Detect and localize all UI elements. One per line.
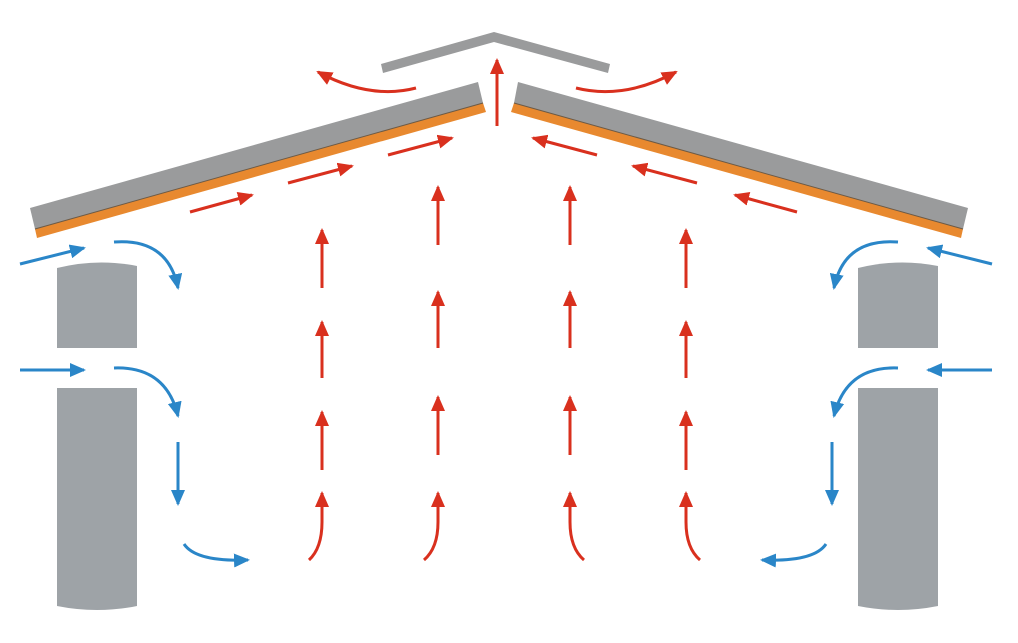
roof-slope-right — [511, 82, 968, 238]
cool-air-eave-inlet-right — [926, 244, 993, 266]
warm-air-ridge-exhaust — [316, 58, 678, 126]
roof-underlay-left — [35, 103, 486, 238]
wall-left — [57, 262, 137, 610]
warm-air-slope-right — [531, 134, 798, 214]
ridge-exhaust-arrow-right — [575, 70, 678, 94]
cool-air-right — [760, 240, 993, 568]
cool-air-eave-inlet-left — [19, 244, 86, 266]
wall-left-lower — [57, 388, 137, 610]
cool-air-left — [19, 240, 250, 568]
wall-right — [858, 262, 938, 610]
wall-right-lower — [858, 388, 938, 610]
warm-air-rising — [307, 185, 702, 562]
ridge-cap — [381, 32, 610, 73]
roof-slope-left — [30, 82, 486, 238]
warm-air-slope-left — [189, 134, 454, 214]
ridge-exhaust-arrow-left — [316, 70, 417, 94]
wall-right-upper — [858, 262, 938, 348]
wall-left-upper — [57, 262, 137, 348]
roof-underlay-right — [511, 103, 963, 238]
